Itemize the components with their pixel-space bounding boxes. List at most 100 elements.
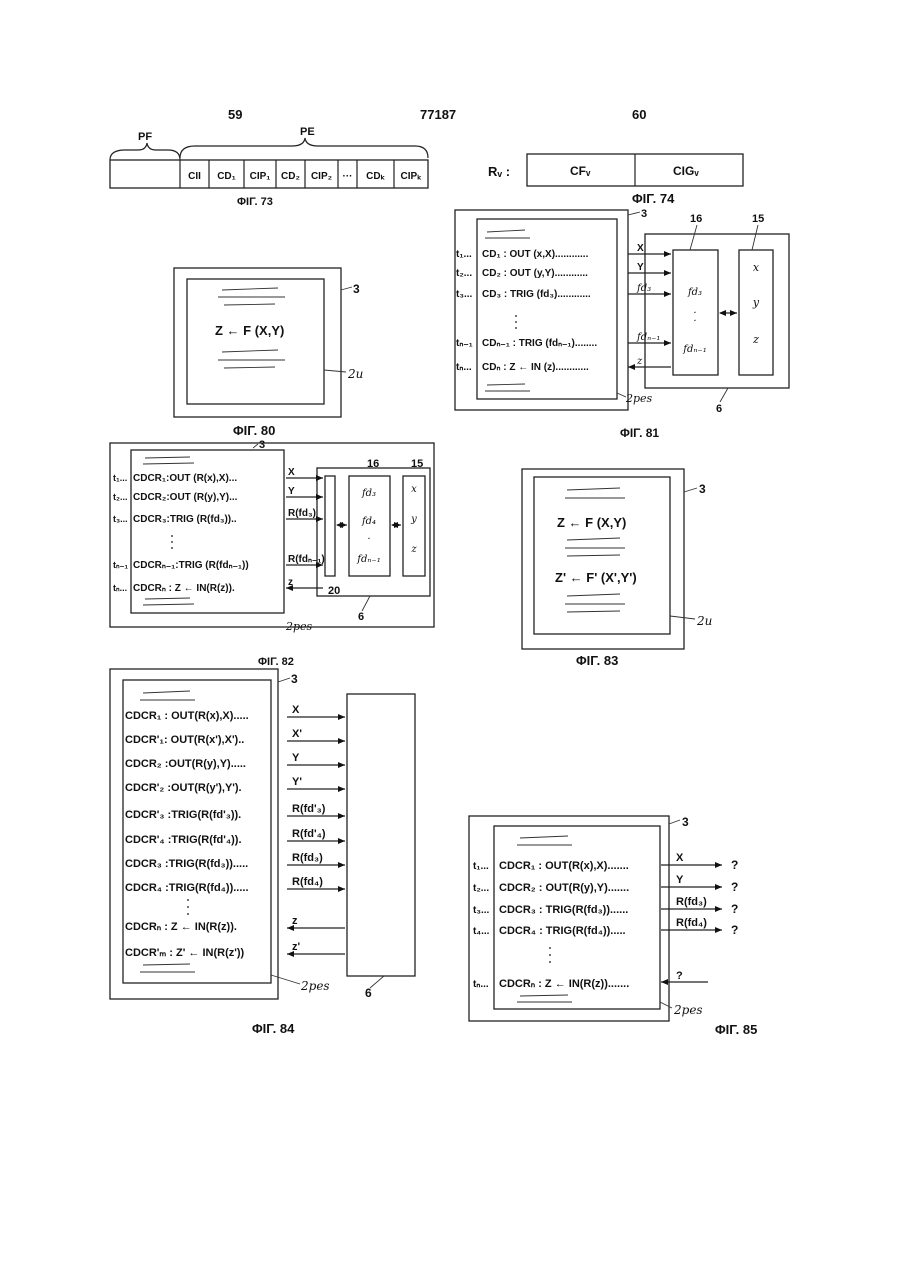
arrow-label: R(fd'₃) [292, 803, 326, 815]
variable-name: y [752, 296, 760, 309]
variable-name: x [753, 261, 760, 274]
cell-2: CD₁ [217, 171, 236, 182]
caption-fig-81: ΦIΓ. 81 [620, 426, 659, 440]
ref-3: 3 [641, 208, 647, 220]
command-row: CDCRₙ₋₁:TRIG (R(fdₙ₋₁)) [133, 560, 249, 571]
cell-1: CII [188, 171, 201, 182]
ref-6: 6 [716, 403, 722, 415]
t-label: t₃... [456, 289, 473, 300]
command-row: CD₂ : OUT (y,Y)............ [482, 268, 588, 279]
arrow-label: z [292, 915, 298, 927]
unknown-marker: ? [731, 923, 738, 937]
brace-label-pe: PE [300, 126, 315, 138]
command-row: CDCR₁ : OUT(R(x),X)..... [125, 710, 249, 722]
t-label: t₃... [473, 905, 490, 916]
arrow-label: X [676, 852, 684, 864]
t-label: t₂... [113, 492, 128, 502]
ref-3: 3 [699, 482, 706, 496]
caption-fig-74: ΦIΓ. 74 [632, 191, 675, 206]
ref-2pes: 2pes [285, 620, 313, 633]
ref-16: 16 [690, 213, 702, 225]
ref-2u: 2u [696, 614, 712, 628]
caption-fig-80: ΦIΓ. 80 [233, 423, 275, 438]
variable-name: z [752, 333, 759, 346]
inner-frame-2u [187, 279, 324, 404]
ref-3: 3 [291, 672, 298, 686]
t-label: tₙ... [473, 979, 489, 990]
inner-frame-2pes [123, 680, 271, 983]
expression-2: Z' ← F' (X',Y') [555, 570, 637, 585]
figure-81: 3 16 15 6 2pes t₁...CD₁ : OUT (x,X).....… [455, 208, 789, 440]
register-value: fd₃ [361, 488, 376, 499]
unknown-marker: ? [731, 880, 738, 894]
cell-3: CIP₁ [250, 171, 271, 182]
cell-6: ··· [343, 171, 353, 182]
arrow-label: X [292, 704, 300, 716]
t-label: t₂... [456, 268, 472, 279]
variable-name: y [410, 514, 417, 525]
register-value: fdₙ₋₁ [356, 554, 380, 565]
ref-2u: 2u [347, 367, 363, 381]
unit-6 [347, 694, 415, 976]
arrow-label: R(fd₃) [288, 508, 316, 519]
command-row: CDₙ₋₁ : TRIG (fdₙ₋₁)........ [482, 338, 597, 349]
cell-5: CIP₂ [311, 171, 332, 182]
t-label: t₄... [473, 926, 490, 937]
arrow-label: X [637, 243, 644, 254]
brace-label-pf: PF [138, 131, 152, 143]
register-value: · [693, 316, 696, 327]
arrow-label: Y [637, 262, 644, 273]
ref-16: 16 [367, 458, 379, 470]
ref-6: 6 [358, 611, 364, 623]
cell-cigv: CIGᵥ [673, 164, 699, 178]
ref-3: 3 [353, 282, 360, 296]
figure-83: Z ← F (X,Y) Z' ← F' (X',Y') 3 2u ΦIΓ. 83 [522, 469, 712, 668]
ref-15: 15 [411, 458, 423, 470]
caption-fig-84: ΦIΓ. 84 [252, 1021, 295, 1036]
variable-name: x [411, 484, 417, 495]
page-number-right: 60 [632, 107, 646, 122]
arrow-label: Y' [292, 776, 302, 788]
command-row: CDCR₃ : TRIG(R(fd₃))...... [499, 904, 628, 916]
command-row: CDCR₁ : OUT(R(x),X)....... [499, 860, 629, 872]
figure-82: 3 16 15 20 6 2pes t₁...CDCR₁:OUT (R(x),X… [110, 439, 434, 668]
register-value: fdₙ₋₁ [682, 344, 706, 355]
caption-fig-83: ΦIΓ. 83 [576, 653, 618, 668]
t-label: t₁... [113, 473, 127, 483]
caption-fig-85: ΦIΓ. 85 [715, 1022, 757, 1037]
ref-2pes: 2pes [625, 392, 653, 405]
figure-84: 3 6 2pes CDCR₁ : OUT(R(x),X).....XCDCR'₁… [110, 669, 415, 1036]
command-row: CDCRₙ : Z ← IN(R(z)). [125, 921, 237, 933]
arrow-label: Y [288, 486, 295, 497]
command-row: CDCR'₃ :TRIG(R(fd'₃)). [125, 809, 241, 821]
arrow-label: Y [676, 874, 684, 886]
command-row: CDₙ : Z ← IN (z)............ [482, 362, 589, 373]
register-value: fd₄ [361, 516, 376, 527]
cell-cfv: CFᵥ [570, 164, 591, 178]
figure-74: Rᵥ : CFᵥ CIGᵥ ΦIΓ. 74 [488, 154, 743, 206]
ref-2pes: 2pes [673, 1003, 703, 1017]
arrow-label: R(fd'₄) [292, 828, 326, 840]
command-row: CDCR'₂ :OUT(R(y'),Y'). [125, 782, 242, 794]
t-label: t₁... [473, 861, 489, 872]
arrow-label: fdₙ₋₁ [636, 332, 660, 343]
arrow-label: R(fdₙ₋₁) [288, 554, 325, 565]
command-row: CDCR₄ :TRIG(R(fd₄))..... [125, 882, 249, 894]
ref-15: 15 [752, 213, 764, 225]
arrow-label: ? [676, 970, 683, 982]
ref-2pes: 2pes [300, 979, 330, 993]
register-value: · [367, 534, 370, 545]
variable-name: z [410, 544, 417, 555]
ref-3: 3 [259, 439, 265, 451]
page-number-left: 59 [228, 107, 242, 122]
cell-8: CIPₖ [401, 171, 423, 182]
brace-pf [110, 143, 180, 160]
command-row: CDCR₃:TRIG (R(fd₃)).. [133, 514, 237, 525]
arrow-label: Y [292, 752, 300, 764]
arrow-label: z' [292, 941, 301, 953]
arrow-label: z [288, 577, 293, 588]
ref-20: 20 [328, 585, 340, 597]
command-row: CDCR'₁: OUT(R(x'),X').. [125, 734, 244, 746]
command-row: CDCR₃ :TRIG(R(fd₃))..... [125, 858, 248, 870]
